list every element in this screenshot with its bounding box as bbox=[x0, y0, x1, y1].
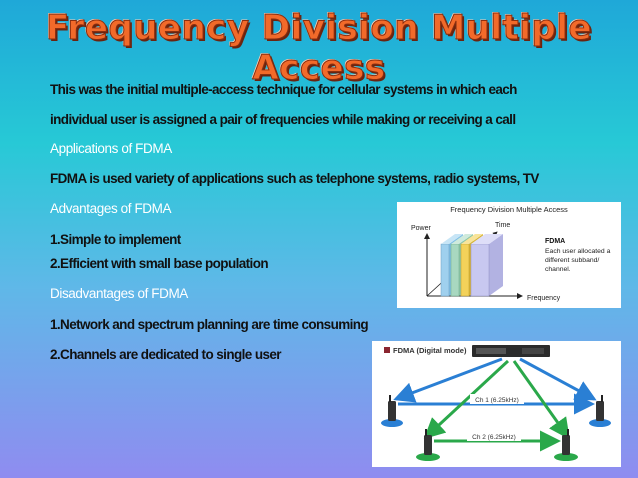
radio-icon-right bbox=[589, 395, 611, 427]
legend-line-1: Each user allocated a bbox=[545, 248, 611, 255]
ch2-arrow-right bbox=[512, 360, 570, 440]
intro-line-2: individual user is assigned a pair of fr… bbox=[50, 112, 516, 127]
disadvantage-item-1: 1.Network and spectrum planning are time… bbox=[50, 317, 369, 332]
title-bullet bbox=[384, 347, 390, 353]
radio-icon-bottom-left bbox=[416, 429, 440, 461]
power-axis-label: Power bbox=[411, 225, 432, 232]
ch1-label: Ch 1 (6.25kHz) bbox=[475, 397, 519, 404]
advantages-heading: Advantages of FDMA bbox=[50, 201, 172, 216]
fdma-diagram-title: Frequency Division Multiple Access bbox=[450, 205, 568, 214]
slide-title: Frequency Division Multiple Access bbox=[46, 8, 592, 89]
ch2-arrow-left bbox=[423, 359, 510, 440]
radio-diagram-title: FDMA (Digital mode) bbox=[393, 346, 467, 355]
repeater-icon bbox=[472, 345, 550, 357]
time-axis-label: Time bbox=[495, 222, 510, 229]
fdma-diagram: Frequency Division Multiple Access Power… bbox=[397, 202, 621, 308]
fdma-radio-diagram: FDMA (Digital mode) Ch 1 (6.25kHz) Ch 2 … bbox=[372, 341, 621, 467]
legend-line-2: different subband/ bbox=[545, 257, 599, 264]
radio-icon-left bbox=[381, 395, 403, 427]
advantage-item-2: 2.Efficient with small base population bbox=[50, 256, 269, 271]
advantage-item-1: 1.Simple to implement bbox=[50, 232, 181, 247]
frequency-axis-label: Frequency bbox=[527, 295, 561, 302]
disadvantages-heading: Disadvantages of FDMA bbox=[50, 286, 188, 301]
ch1-arrow-left bbox=[393, 357, 503, 403]
band-4 bbox=[470, 234, 503, 297]
disadvantage-item-2: 2.Channels are dedicated to single user bbox=[50, 347, 282, 362]
intro-line-1: This was the initial multiple-access tec… bbox=[50, 82, 517, 97]
ch1-arrow-right bbox=[519, 357, 597, 401]
ch2-label: Ch 2 (6.25kHz) bbox=[472, 434, 516, 441]
legend-title: FDMA bbox=[545, 238, 565, 245]
applications-heading: Applications of FDMA bbox=[50, 141, 172, 156]
radio-icon-bottom-right bbox=[554, 429, 578, 461]
applications-text: FDMA is used variety of applications suc… bbox=[50, 171, 539, 186]
legend-line-3: channel. bbox=[545, 266, 571, 273]
